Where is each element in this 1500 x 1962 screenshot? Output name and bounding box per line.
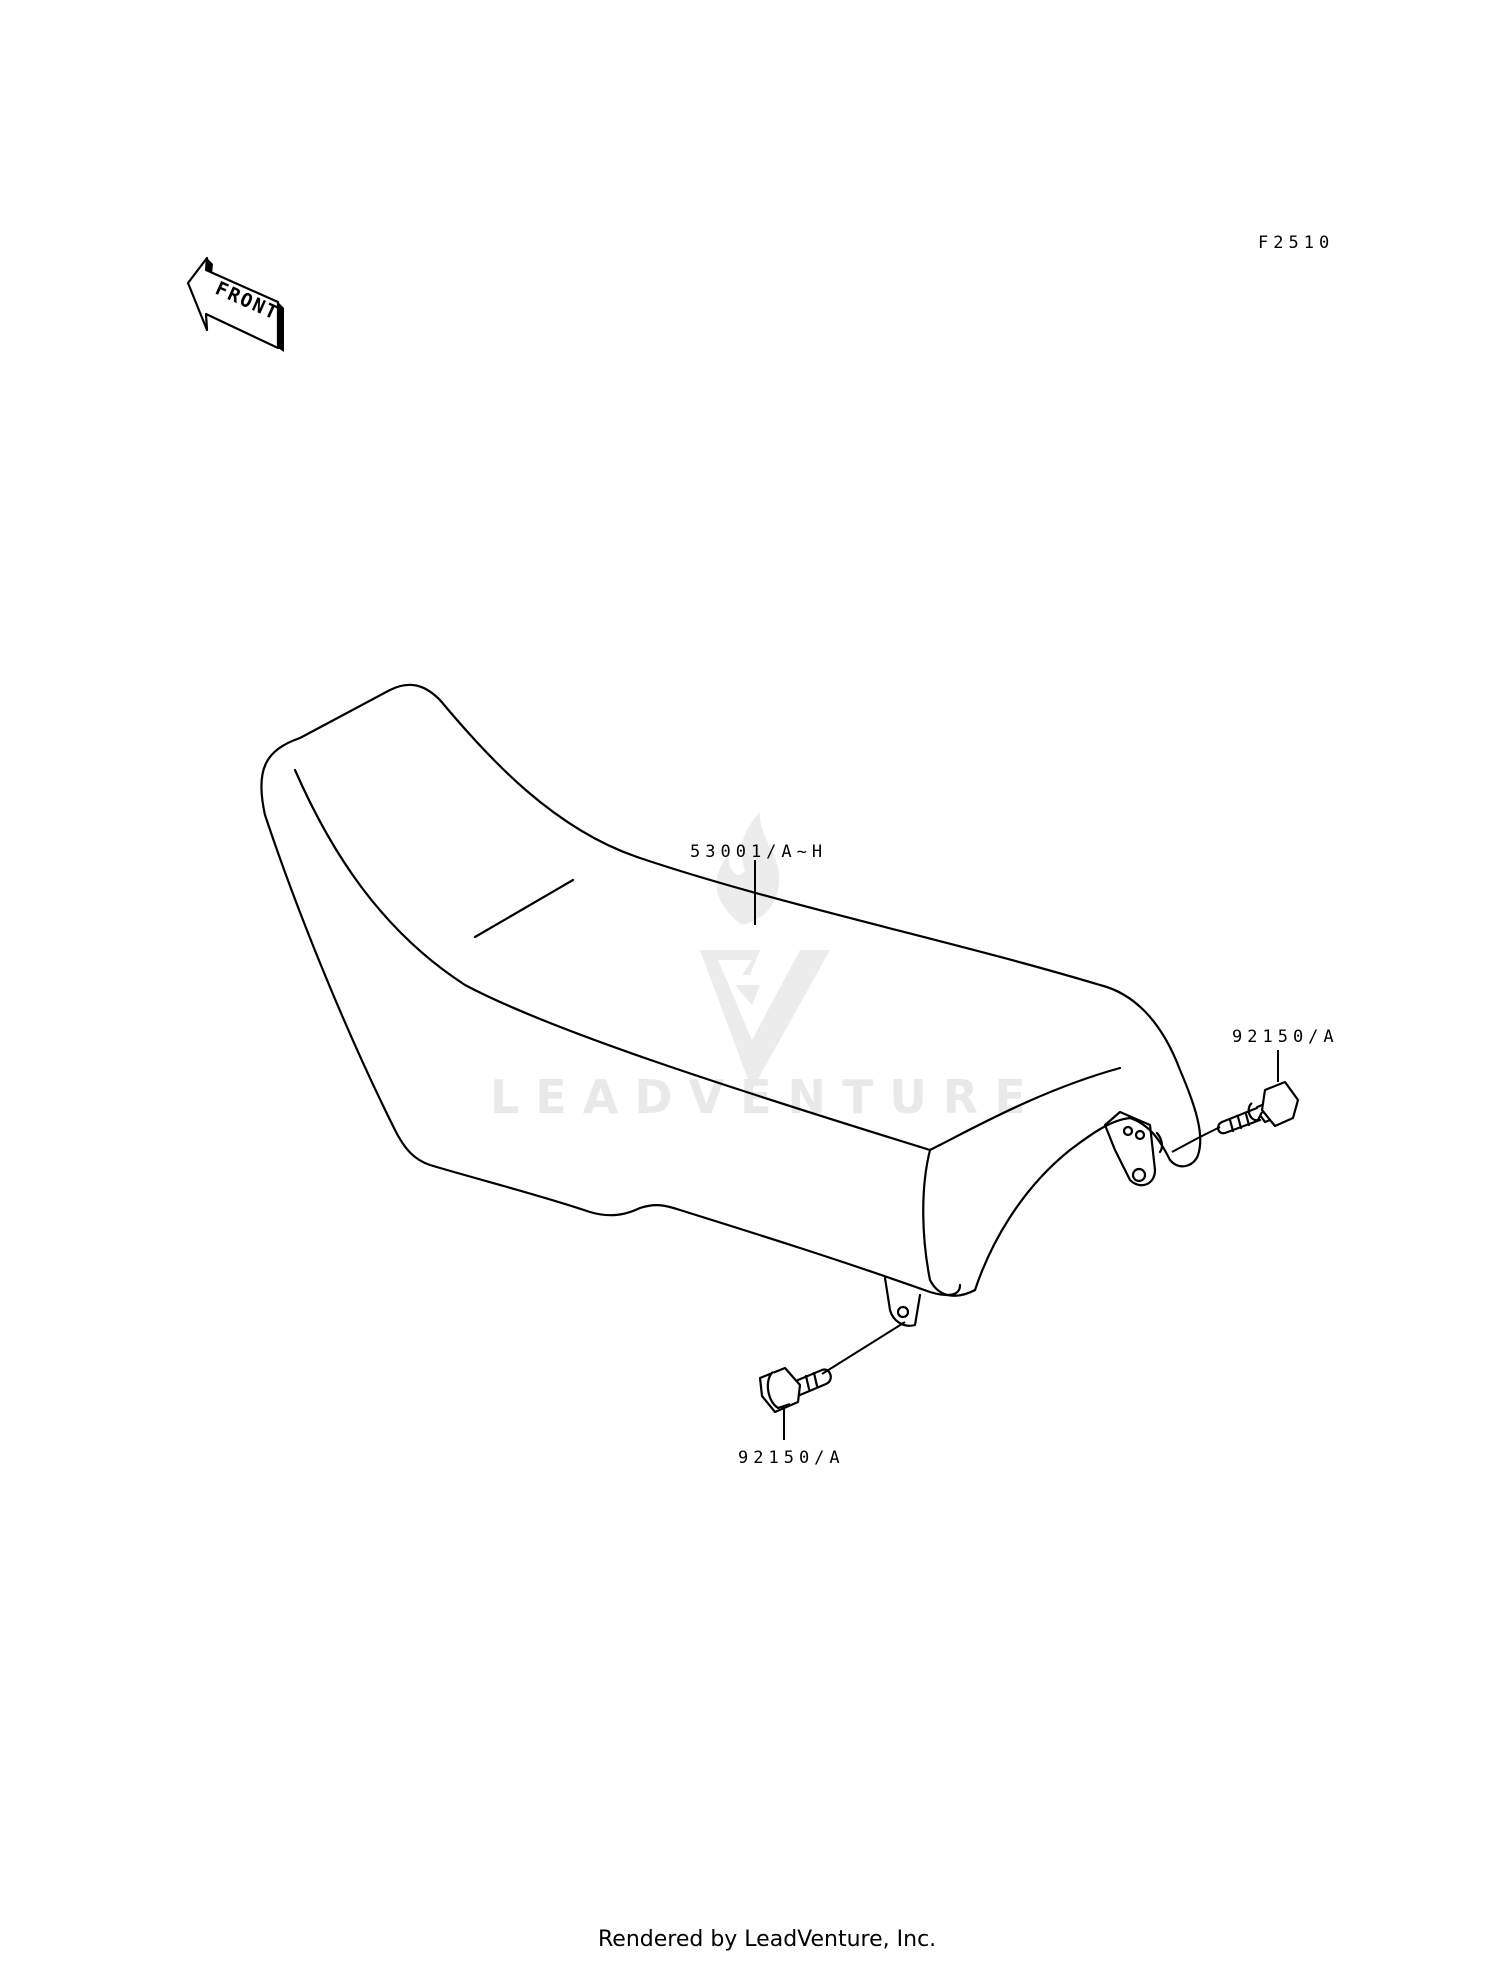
bolt-front-icon [758,1366,832,1414]
watermark-v-logo-icon [700,950,830,1090]
seat-assembly-drawing [260,683,1202,1327]
watermark-text: LEADVENTURE [490,1070,1042,1124]
callout-seat-part-number: 53001/A~H [690,842,827,862]
watermark: LEADVENTURE [490,812,1042,1124]
callout-front-bolt-part-number: 92150/A [738,1448,845,1468]
watermark-flame-icon [716,812,780,925]
leader-lines [754,860,1279,1440]
callout-rear-bolt-part-number: 92150/A [1232,1027,1339,1047]
bolt-rear-icon [1216,1080,1300,1135]
front-arrow-icon: FRONT [186,256,284,352]
footer-credit: Rendered by LeadVenture, Inc. [598,1927,936,1952]
figure-code: F2510 [1258,233,1334,253]
